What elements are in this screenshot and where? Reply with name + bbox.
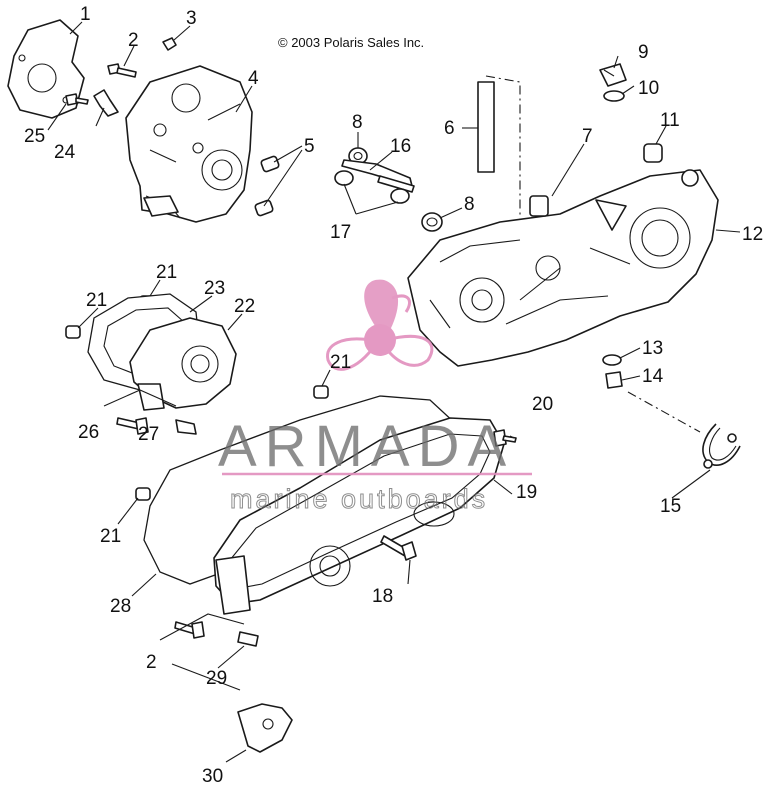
callout-22: 22 xyxy=(234,296,255,317)
callout-21-d: 21 xyxy=(100,526,121,547)
callout-5: 5 xyxy=(304,136,315,157)
part-11-bushing xyxy=(643,143,663,163)
armada-watermark: ARMADA marine outboards xyxy=(218,279,532,515)
leader-2-29 xyxy=(159,613,245,691)
part-18-bolt xyxy=(380,535,417,561)
callout-19: 19 xyxy=(516,482,537,503)
leader-lines xyxy=(47,21,741,763)
callout-labels: 1 2 3 4 5 6 7 8 8 9 10 11 12 13 14 15 16… xyxy=(24,4,763,785)
callout-21-b: 21 xyxy=(86,290,107,311)
part-16-shaft xyxy=(341,159,415,193)
part-1-plate xyxy=(7,19,85,119)
watermark-title: ARMADA xyxy=(218,414,514,479)
callout-7: 7 xyxy=(582,126,593,147)
part-25-bolt xyxy=(65,93,89,106)
part-21-dowel-c xyxy=(313,385,329,399)
callout-23: 23 xyxy=(204,278,225,299)
part-24-bracket xyxy=(93,89,119,117)
part-13-washer xyxy=(602,354,622,366)
callout-15: 15 xyxy=(660,496,681,517)
callout-6: 6 xyxy=(444,118,455,139)
part-2-bolt-top xyxy=(107,63,137,78)
callout-9: 9 xyxy=(638,42,649,63)
part-5-dowels xyxy=(254,155,280,217)
part-26-bolt xyxy=(116,417,149,435)
callout-8-top: 8 xyxy=(352,112,363,133)
part-6-tube xyxy=(477,75,521,222)
callout-8-bottom: 8 xyxy=(464,194,475,215)
part-15-clip xyxy=(702,423,741,469)
leader-26-27 xyxy=(103,389,177,407)
callout-18: 18 xyxy=(372,586,393,607)
callout-27: 27 xyxy=(138,424,159,445)
callout-26: 26 xyxy=(78,422,99,443)
callout-4: 4 xyxy=(248,68,259,89)
part-30-bracket xyxy=(237,703,293,753)
part-19-clutch-cover xyxy=(213,417,505,615)
part-22-pump-housing xyxy=(129,317,237,411)
callout-11: 11 xyxy=(660,110,680,131)
callout-25: 25 xyxy=(24,126,45,147)
callout-3: 3 xyxy=(186,8,197,29)
watermark-subtitle: marine outboards xyxy=(230,484,488,514)
propeller-logo-icon xyxy=(326,279,434,371)
callout-2-top: 2 xyxy=(128,30,139,51)
callout-17: 17 xyxy=(330,222,351,243)
part-8-seal-bottom xyxy=(421,212,443,232)
part-29-dowel xyxy=(237,631,259,647)
part-10-washer xyxy=(603,90,625,102)
callout-2-bottom: 2 xyxy=(146,652,157,673)
part-21-dowel-d xyxy=(135,487,151,501)
copyright-text: © 2003 Polaris Sales Inc. xyxy=(278,35,424,50)
part-2-bolt-bottom xyxy=(174,621,205,639)
part-4-casting xyxy=(125,65,253,223)
centerline-15 xyxy=(627,391,701,433)
part-12-crankcase xyxy=(407,169,719,367)
callout-29: 29 xyxy=(206,668,227,689)
part-9-plug xyxy=(599,63,627,87)
callout-20: 20 xyxy=(532,394,553,415)
callout-16: 16 xyxy=(390,136,411,157)
callout-12: 12 xyxy=(742,224,763,245)
callout-24: 24 xyxy=(54,142,76,163)
callout-13: 13 xyxy=(642,338,663,359)
part-14-drain-plug xyxy=(605,371,623,389)
callout-21-c: 21 xyxy=(330,352,351,373)
part-3-key xyxy=(162,37,177,51)
callout-10: 10 xyxy=(638,78,659,99)
callout-14: 14 xyxy=(642,366,664,387)
callout-28: 28 xyxy=(110,596,131,617)
part-21-dowel-b xyxy=(65,325,81,339)
callout-30: 30 xyxy=(202,766,223,785)
callout-21-a: 21 xyxy=(156,262,177,283)
callout-1: 1 xyxy=(80,4,91,25)
part-17-bearings xyxy=(334,170,410,204)
part-27-bolt xyxy=(175,419,197,435)
